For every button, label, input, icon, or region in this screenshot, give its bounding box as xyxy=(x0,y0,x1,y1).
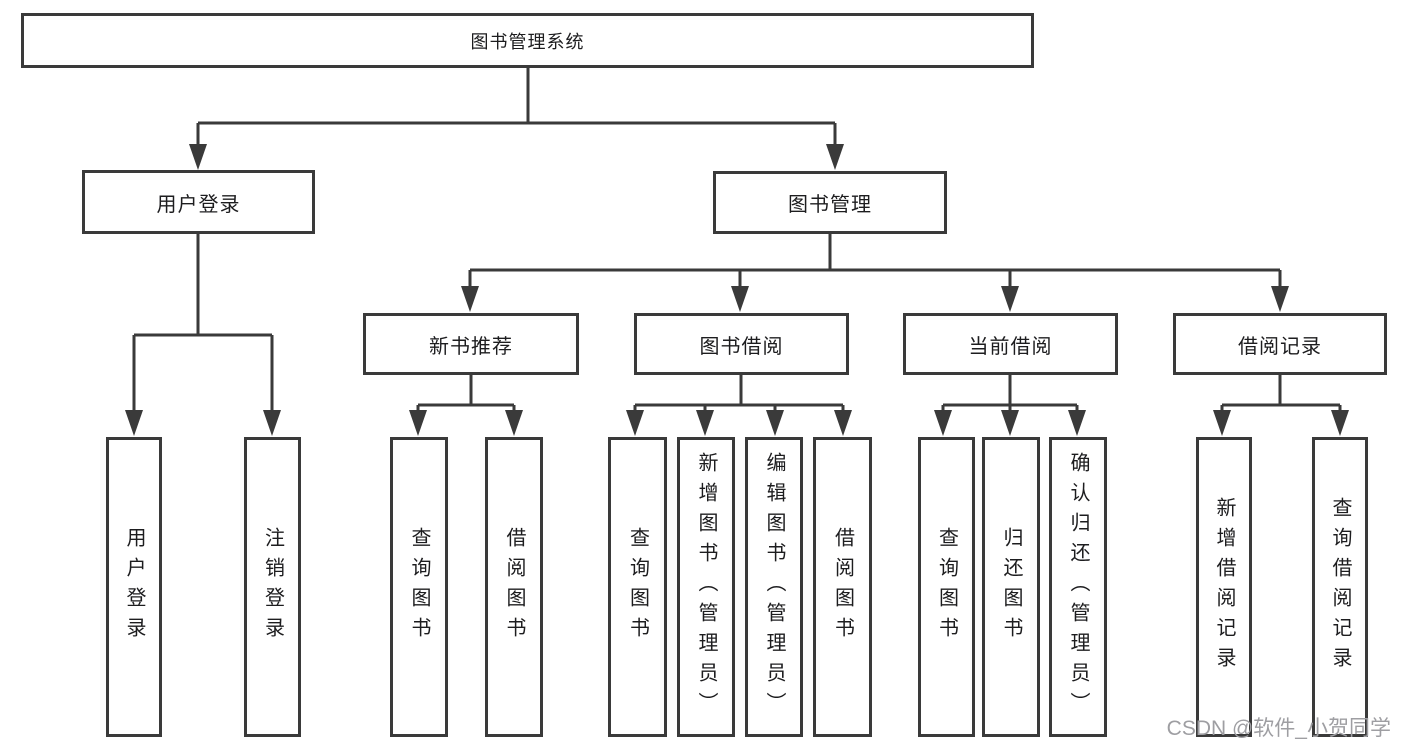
node-label: 借阅图书 xyxy=(831,527,854,647)
node-label: 归还图书 xyxy=(1000,527,1022,647)
arrowheads xyxy=(125,144,1349,436)
node-book-borrowing: 图书借阅 xyxy=(634,313,849,375)
node-label: 图书借阅 xyxy=(699,335,784,358)
node-label: 图书管理 xyxy=(788,194,872,216)
node-label: 查询图书 xyxy=(626,527,649,647)
leaf-add-books-admin: 新增图书（管理员） xyxy=(677,437,735,737)
leaf-query-books-3: 查询图书 xyxy=(918,437,975,737)
leaf-return-books: 归还图书 xyxy=(982,437,1040,737)
leaf-query-books-2: 查询图书 xyxy=(608,437,667,737)
node-label: 编辑图书（管理员） xyxy=(763,452,785,722)
node-label: 用户登录 xyxy=(123,527,145,647)
node-label: 借阅记录 xyxy=(1238,335,1322,358)
node-label: 注销登录 xyxy=(261,527,284,647)
node-label: 当前借阅 xyxy=(968,335,1053,358)
leaf-query-borrow-record: 查询借阅记录 xyxy=(1312,437,1368,737)
leaf-user-login: 用户登录 xyxy=(106,437,162,737)
node-label: 图书管理系统 xyxy=(470,31,585,52)
node-current-borrowing: 当前借阅 xyxy=(903,313,1118,375)
node-label: 新增借阅记录 xyxy=(1213,497,1235,677)
leaf-confirm-return-admin: 确认归还（管理员） xyxy=(1049,437,1107,737)
leaf-add-borrow-record: 新增借阅记录 xyxy=(1196,437,1252,737)
leaf-borrow-books-2: 借阅图书 xyxy=(813,437,872,737)
node-new-book-recommendation: 新书推荐 xyxy=(363,313,579,375)
node-label: 确认归还（管理员） xyxy=(1067,452,1089,722)
node-library-management-system: 图书管理系统 xyxy=(21,13,1034,68)
node-book-management: 图书管理 xyxy=(713,171,947,234)
node-user-login: 用户登录 xyxy=(82,170,315,234)
leaf-query-books: 查询图书 xyxy=(390,437,448,737)
node-label: 查询借阅记录 xyxy=(1329,497,1351,677)
node-label: 查询图书 xyxy=(935,527,958,647)
leaf-edit-books-admin: 编辑图书（管理员） xyxy=(745,437,803,737)
csdn-watermark: CSDN @软件_小贺同学 xyxy=(1166,717,1391,740)
node-borrowing-records: 借阅记录 xyxy=(1173,313,1387,375)
node-label: 借阅图书 xyxy=(503,527,525,647)
node-label: 新增图书（管理员） xyxy=(695,452,717,722)
node-label: 用户登录 xyxy=(156,193,241,216)
node-label: 查询图书 xyxy=(408,527,430,647)
node-label: 新书推荐 xyxy=(429,335,513,358)
leaf-logout: 注销登录 xyxy=(244,437,301,737)
leaf-borrow-books: 借阅图书 xyxy=(485,437,543,737)
